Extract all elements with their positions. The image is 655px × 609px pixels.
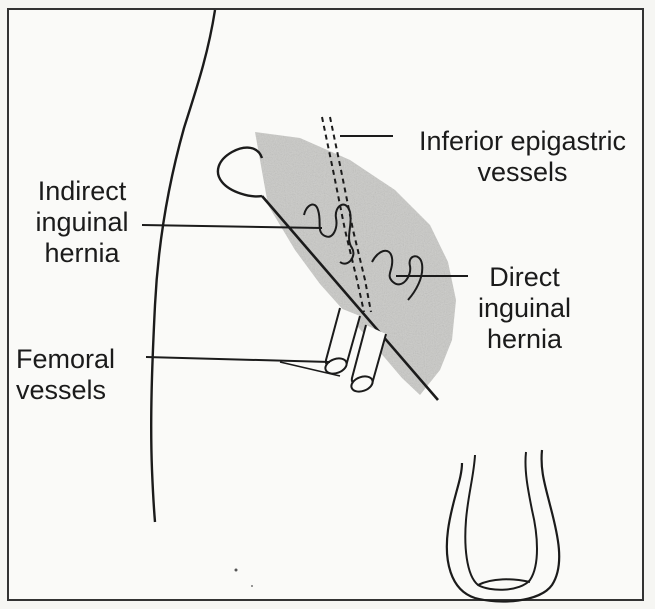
body-outline [151, 10, 215, 522]
label-femoral-vessels: Femoral vessels [16, 344, 146, 406]
label-inferior-epigastric-vessels: Inferior epigastric vessels [400, 126, 645, 188]
label-indirect-inguinal-hernia: Indirect inguinal hernia [22, 176, 142, 269]
iliac-spine-outline [218, 148, 262, 197]
label-direct-inguinal-hernia: Direct inguinal hernia [462, 262, 587, 355]
leader-femoral [146, 357, 330, 362]
